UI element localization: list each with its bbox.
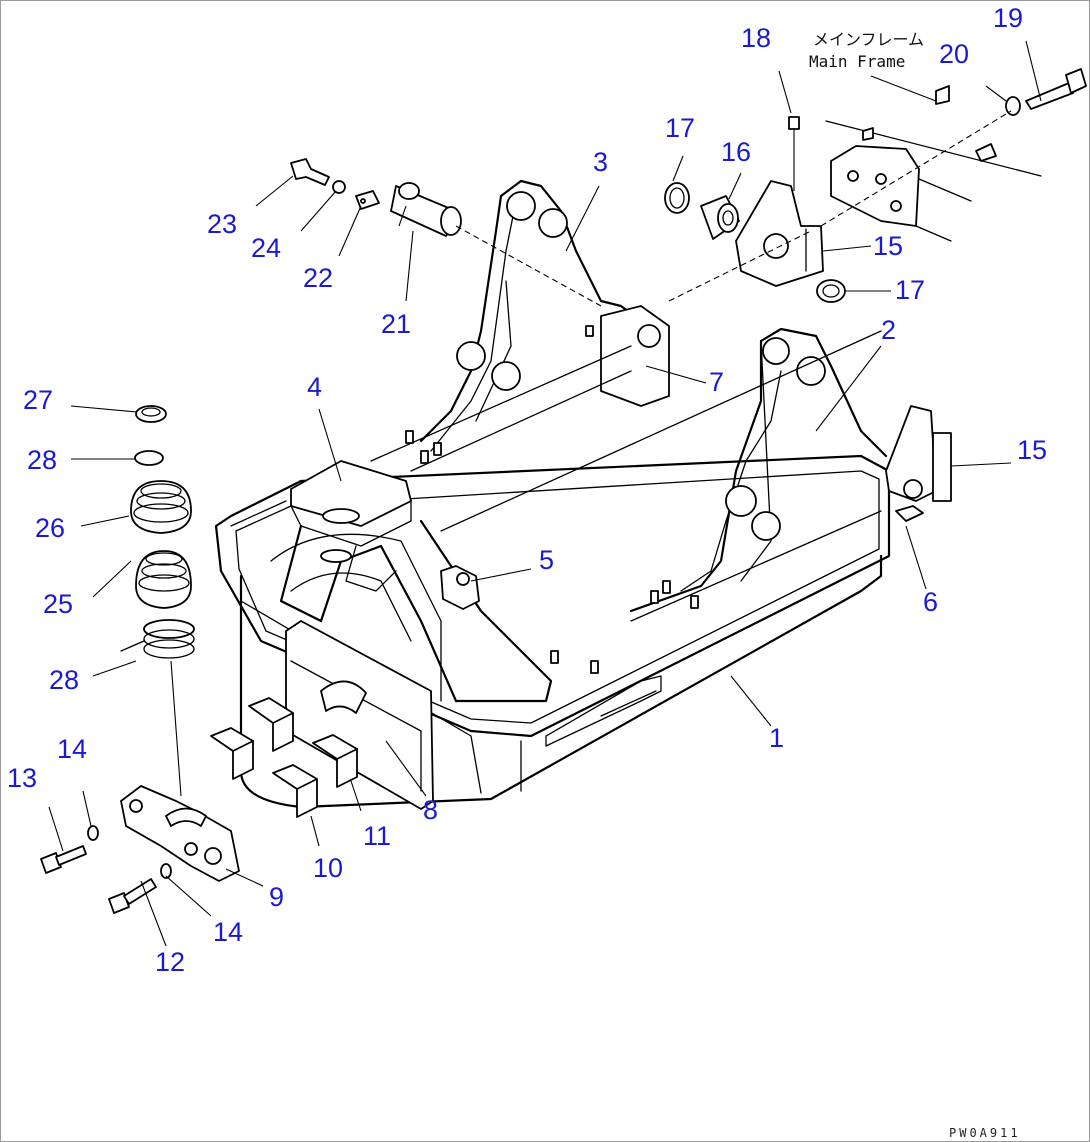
plate-22 <box>355 190 380 210</box>
callout-23: 23 <box>207 209 237 239</box>
callout-12: 12 <box>155 947 185 977</box>
callout-17-upper: 17 <box>665 113 695 143</box>
callout-28-upper: 28 <box>27 445 57 475</box>
callout-20: 20 <box>939 39 969 69</box>
drawing-code: PW0A911 <box>949 1126 1021 1140</box>
callout-16: 16 <box>721 137 751 167</box>
callout-8: 8 <box>423 795 438 825</box>
callout-15-right: 15 <box>1017 435 1047 465</box>
callout-21: 21 <box>381 309 411 339</box>
callout-9: 9 <box>269 882 284 912</box>
boot-26 <box>130 480 192 534</box>
bolt-13 <box>40 845 87 874</box>
ring-28-upper <box>134 450 164 466</box>
shim-plates <box>210 697 362 847</box>
callout-25: 25 <box>43 589 73 619</box>
ring-17-upper <box>664 182 690 214</box>
callout-18: 18 <box>741 23 771 53</box>
grease-fitting-18 <box>788 116 800 191</box>
bracket-5 <box>440 565 480 610</box>
bushing-16 <box>700 195 740 240</box>
right-pads <box>885 405 952 522</box>
callout-15-upper: 15 <box>873 231 903 261</box>
callout-4: 4 <box>307 372 322 402</box>
callout-3: 3 <box>593 147 608 177</box>
washer-14-lower <box>160 863 172 879</box>
ring-17-lower <box>816 279 846 303</box>
bracket-15-upper <box>735 180 824 287</box>
callout-5: 5 <box>539 545 554 575</box>
leader-lines <box>48 40 1042 947</box>
callout-6: 6 <box>923 587 938 617</box>
side-frame-left <box>370 179 670 472</box>
callout-numbers: 1 2 3 4 5 6 7 8 9 10 11 12 13 14 14 15 1… <box>7 3 1047 977</box>
pivot-pad-8 <box>285 620 434 810</box>
spring-28-lower <box>120 619 195 797</box>
callout-10: 10 <box>313 853 343 883</box>
callout-19: 19 <box>993 3 1023 33</box>
washer-20 <box>1005 96 1021 116</box>
callout-27: 27 <box>23 385 53 415</box>
callout-28-lower: 28 <box>49 665 79 695</box>
bolt-23 <box>290 158 330 186</box>
callout-14-upper: 14 <box>57 734 87 764</box>
callout-22: 22 <box>303 263 333 293</box>
callout-17-lower: 17 <box>895 275 925 305</box>
small-bosses <box>405 325 699 674</box>
callout-26: 26 <box>35 513 65 543</box>
washer-14-upper <box>87 825 99 841</box>
callout-24: 24 <box>251 233 281 263</box>
boot-25 <box>135 550 192 609</box>
main-frame-body <box>214 454 891 809</box>
annotation-japanese: メインフレーム <box>813 30 924 49</box>
callout-2: 2 <box>881 315 896 345</box>
nut-27 <box>135 405 167 423</box>
washer-24 <box>332 180 346 194</box>
callout-11: 11 <box>363 821 391 851</box>
callout-14-lower: 14 <box>213 917 243 947</box>
callout-13: 13 <box>7 763 37 793</box>
callout-1: 1 <box>769 723 784 753</box>
center-mount-4 <box>279 460 553 703</box>
annotation-english: Main Frame <box>809 52 905 71</box>
callout-7: 7 <box>709 367 724 397</box>
cap-9 <box>120 785 240 882</box>
main-frame-mount <box>825 85 1042 242</box>
pin-21 <box>390 182 602 307</box>
bolt-12 <box>108 878 157 914</box>
bolt-19 <box>1025 68 1087 110</box>
side-frame-right <box>440 327 888 622</box>
